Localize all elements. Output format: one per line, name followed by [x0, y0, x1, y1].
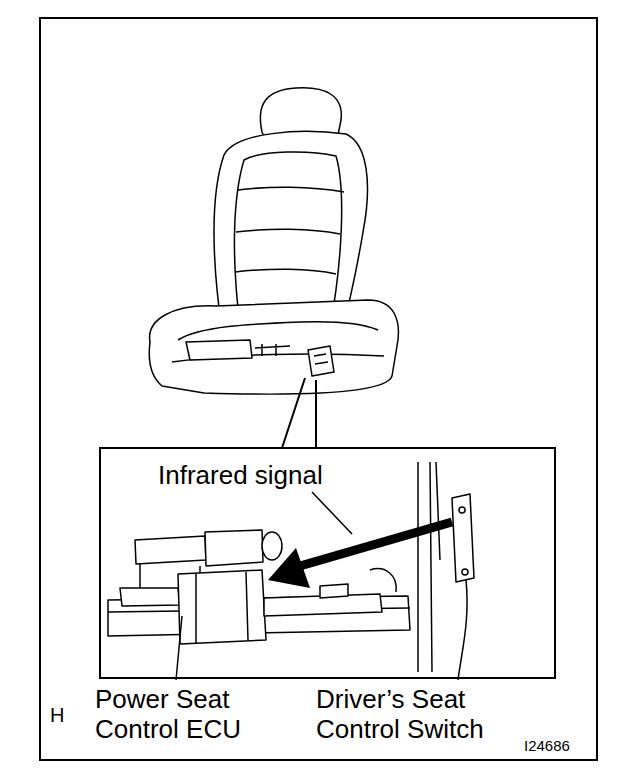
detail-frame — [100, 448, 555, 678]
connector — [320, 584, 348, 598]
ecu-body — [196, 572, 248, 644]
screw — [462, 569, 468, 575]
seam — [236, 229, 340, 234]
seat-cushion — [149, 300, 398, 394]
screw — [459, 507, 465, 513]
leader-line — [312, 492, 352, 534]
outer-frame — [40, 18, 597, 760]
seat-rail — [255, 344, 290, 356]
switch-location — [308, 346, 334, 376]
part-label: Power Seat Control ECU — [95, 684, 267, 744]
ecu-body — [178, 570, 266, 644]
leader-line — [458, 580, 467, 680]
leader-line — [176, 616, 182, 680]
cushion-seam — [178, 322, 378, 340]
figure-letter: H — [50, 700, 80, 730]
detail-leader — [282, 378, 316, 448]
control-switch — [452, 494, 474, 582]
motor-end — [262, 532, 282, 560]
figure-number: I24686 — [524, 737, 590, 755]
wire — [370, 569, 396, 592]
detail-drawing — [108, 462, 474, 672]
seat-drawing — [149, 88, 398, 394]
signal-label: Infrared signal — [158, 460, 358, 490]
ecu-flange — [120, 588, 180, 606]
part-label: Driver’s Seat Control Switch — [316, 684, 512, 744]
motor — [205, 530, 263, 566]
ecu-location — [186, 340, 252, 360]
infrared-arrowhead — [268, 548, 310, 588]
motor — [135, 536, 206, 564]
infrared-arrow-shaft — [300, 522, 452, 566]
seam — [235, 269, 336, 274]
seam — [238, 187, 344, 192]
door-trim — [418, 462, 440, 672]
switch-knob — [314, 354, 328, 364]
